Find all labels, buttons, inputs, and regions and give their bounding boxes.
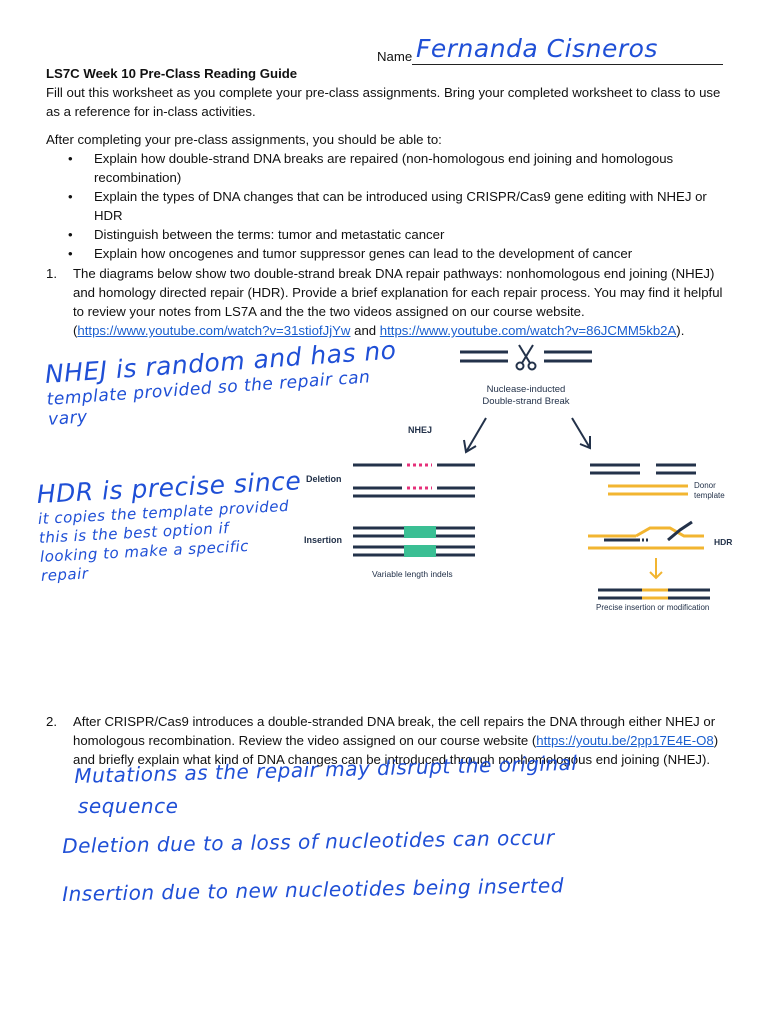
- insertion-label: Insertion: [304, 535, 342, 545]
- question-2-text: After CRISPR/Cas9 introduces a double-st…: [73, 714, 716, 748]
- video-link-1[interactable]: https://www.youtube.com/watch?v=31stiofJ…: [77, 323, 351, 338]
- nhej-label: NHEJ: [408, 425, 432, 435]
- video-link-3[interactable]: https://youtu.be/2pp17E4E-O8: [536, 733, 714, 748]
- deletion-label: Deletion: [306, 474, 342, 484]
- objectives-lead: After completing your pre-class assignme…: [46, 132, 442, 147]
- bullet: •: [68, 189, 73, 204]
- question-number: 2.: [46, 714, 57, 729]
- break-label: Nuclease-inducted: [487, 384, 566, 395]
- answer-line: Deletion due to a loss of nucleotides ca…: [62, 825, 555, 858]
- precise-label: Precise insertion or modification: [596, 603, 709, 612]
- donor-label: template: [694, 491, 725, 500]
- video-link-2[interactable]: https://www.youtube.com/watch?v=86JCMM5k…: [379, 323, 677, 338]
- intro-text: Fill out this worksheet as you complete …: [46, 85, 721, 119]
- question-2: 2. After CRISPR/Cas9 introduces a double…: [46, 714, 719, 767]
- hdr-strand-invasion: [588, 520, 704, 550]
- page-title: LS7C Week 10 Pre-Class Reading Guide: [46, 66, 298, 81]
- hdr-broken-dna: [590, 463, 696, 475]
- deletion-dna: [353, 463, 475, 498]
- indels-label: Variable length indels: [372, 569, 453, 579]
- dna-repair-diagram: Nuclease-inducted Double-strand Break NH…: [304, 344, 732, 612]
- student-name: Fernanda Cisneros: [416, 34, 658, 63]
- objective-item: •Explain how double-strand DNA breaks ar…: [68, 151, 674, 185]
- answer-line: Insertion due to new nucleotides being i…: [62, 873, 565, 906]
- name-label: Name: [377, 49, 413, 64]
- objectives-list: •Explain how double-strand DNA breaks ar…: [46, 149, 736, 263]
- bullet: •: [68, 151, 73, 166]
- insertion-block: [404, 545, 436, 557]
- repaired-dna: [598, 588, 710, 600]
- break-label: Double-strand Break: [482, 396, 569, 407]
- hdr-label: HDR: [714, 537, 732, 547]
- question-number: 1.: [46, 266, 57, 281]
- bullet: •: [68, 227, 73, 242]
- arrow-hdr: [571, 417, 591, 450]
- scissors-icon: [515, 344, 537, 371]
- answer-hdr: HDR is precise since it copies the templ…: [36, 466, 306, 586]
- insertion-block: [404, 526, 436, 538]
- name-underline: [412, 64, 723, 65]
- answer-line: sequence: [78, 794, 179, 818]
- arrow-precise: [649, 558, 663, 580]
- objective-item: •Distinguish between the terms: tumor an…: [68, 227, 445, 242]
- donor-template: [608, 484, 688, 496]
- question-1: 1. The diagrams below show two double-st…: [46, 266, 723, 338]
- objective-item: •Explain how oncogenes and tumor suppres…: [68, 246, 633, 261]
- donor-label: Donor: [694, 481, 716, 490]
- arrow-nhej: [463, 417, 487, 454]
- bullet: •: [68, 246, 73, 261]
- objective-item: •Explain the types of DNA changes that c…: [68, 189, 707, 223]
- broken-dna: [460, 350, 592, 363]
- question-1-text: The diagrams below show two double-stran…: [73, 266, 723, 319]
- insertion-dna: [353, 526, 475, 557]
